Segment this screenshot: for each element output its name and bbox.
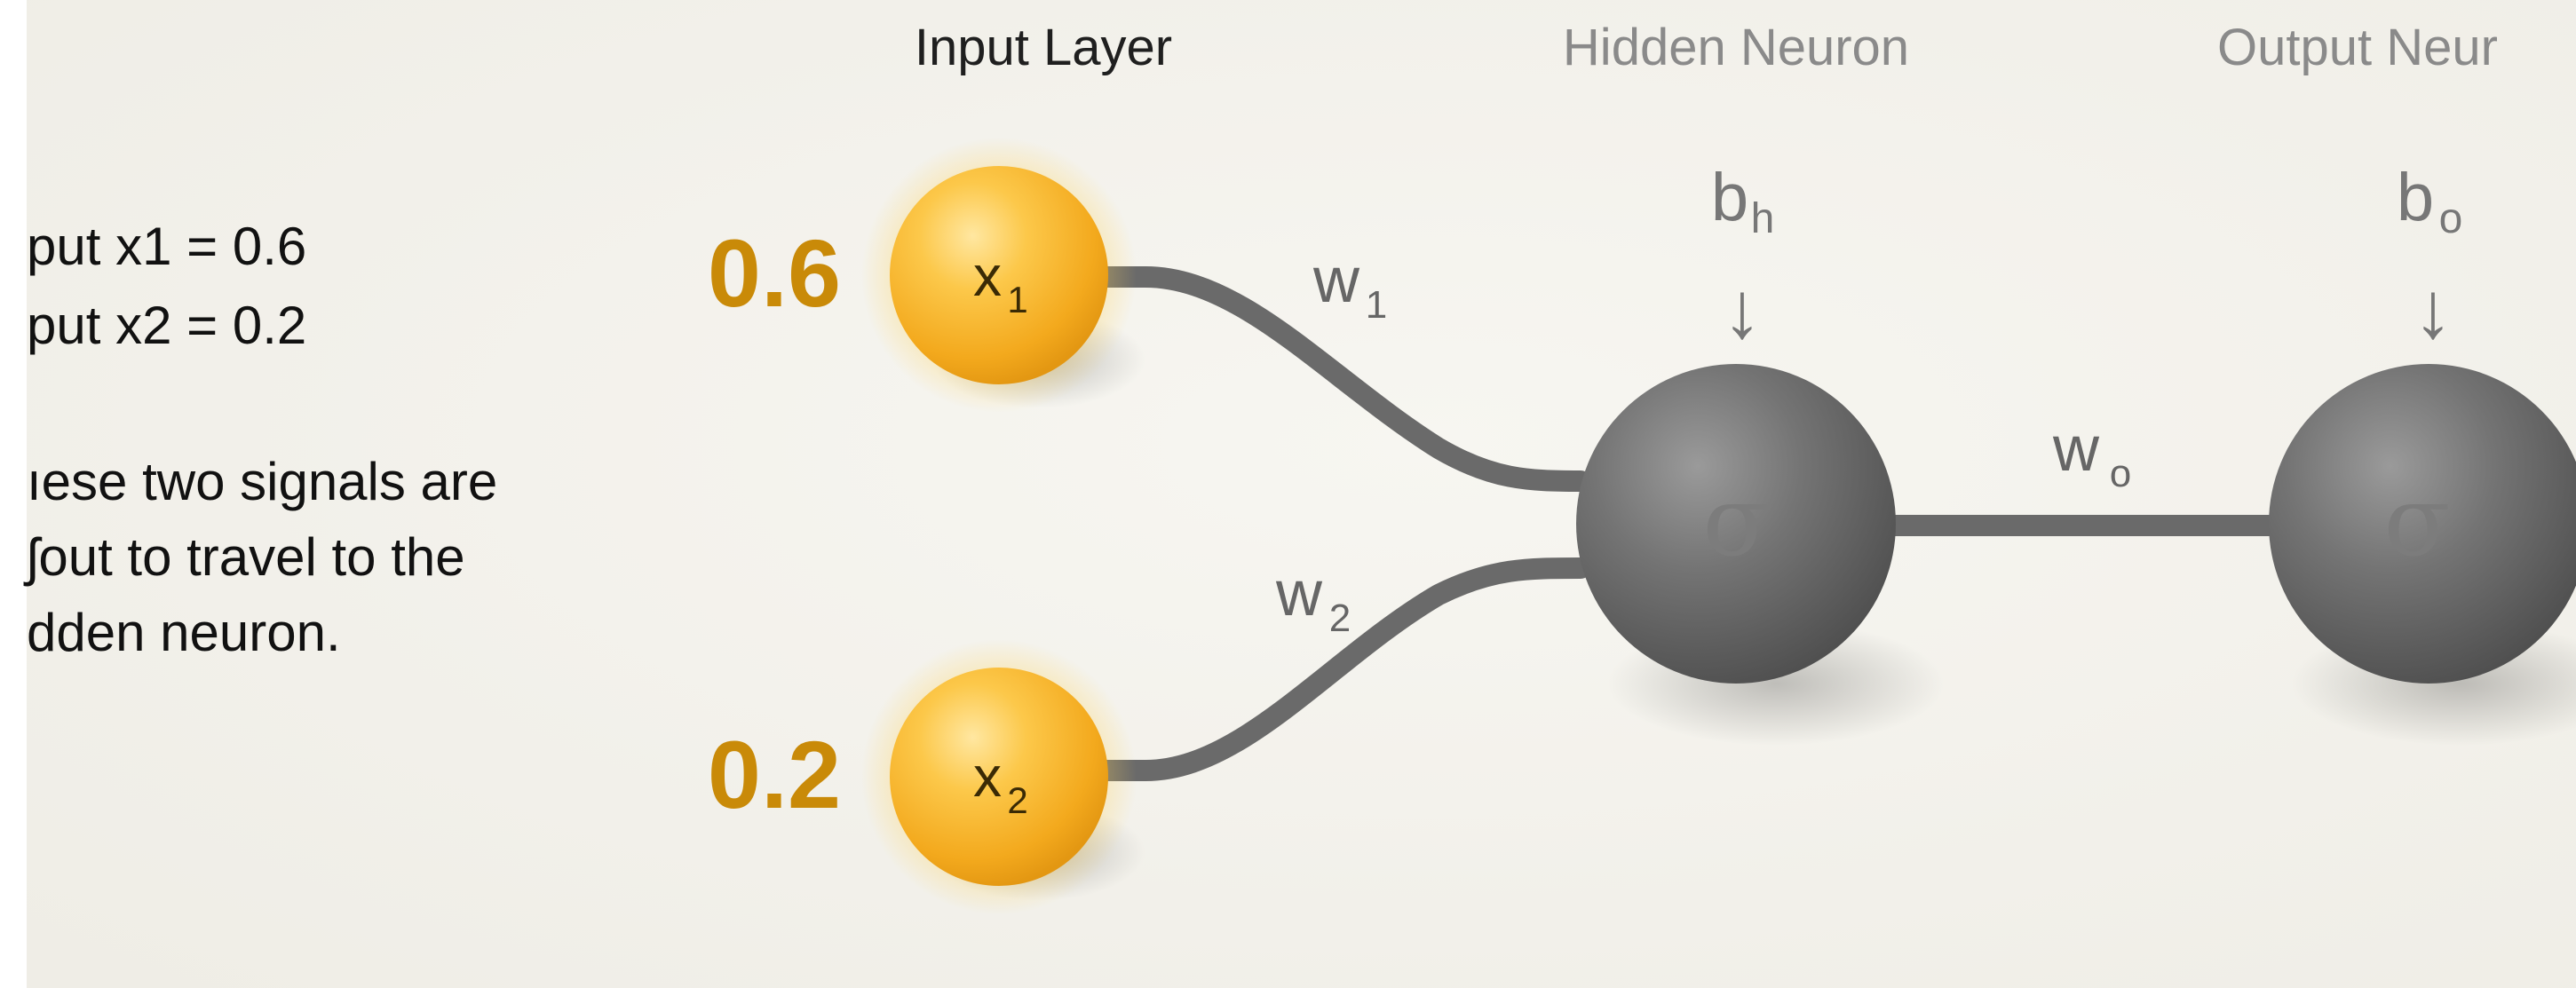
connections <box>1095 266 2284 781</box>
input-node-x1-var: x <box>973 244 1002 308</box>
output-neuron-sigma: σ <box>2383 464 2450 578</box>
weight-w1-sub: 1 <box>1366 283 1387 327</box>
bias-bh-sub: h <box>1751 195 1775 242</box>
explanation-text: put x1 = 0.6 put x2 = 0.2 ıese two signa… <box>23 217 497 662</box>
text-signals-line-1: ıese two signals are <box>27 452 497 511</box>
bias-labels: b h ↓ b o ↓ <box>1711 160 2462 355</box>
input-value-x2: 0.2 <box>708 721 841 828</box>
input-node-x1-sub: 1 <box>1007 279 1027 320</box>
input-value-x1: 0.6 <box>708 219 841 327</box>
weight-w1-base: w <box>1312 245 1360 316</box>
bias-bo-base: b <box>2397 160 2434 235</box>
header-input-layer: Input Layer <box>915 19 1172 76</box>
hidden-neuron: σ <box>1576 364 1896 684</box>
weight-w2-sub: 2 <box>1329 597 1351 640</box>
header-hidden-neuron: Hidden Neuron <box>1563 19 1909 76</box>
bias-bo-arrow: ↓ <box>2414 266 2453 355</box>
header-output-neuron: Output Neur <box>2217 19 2498 76</box>
input-node-x1: x 1 <box>861 138 1137 413</box>
text-signals-line-3: dden neuron. <box>27 603 341 662</box>
diagram-background <box>27 0 2576 988</box>
input-node-x2: x 2 <box>861 639 1137 914</box>
bias-bh-arrow: ↓ <box>1723 266 1763 355</box>
input-node-x2-var: x <box>973 745 1002 809</box>
input-node-x2-sub: 2 <box>1007 779 1027 821</box>
connection-x1-hidden <box>1095 266 1591 492</box>
output-neuron: σ <box>2269 364 2576 684</box>
weight-wo-sub: o <box>2110 452 2131 495</box>
text-input-x1: put x1 = 0.6 <box>27 217 306 276</box>
weight-w2-base: w <box>1275 558 1323 629</box>
hidden-neuron-circle <box>1576 364 1896 684</box>
hidden-neuron-sigma: σ <box>1702 464 1769 578</box>
input-node-x2-circle <box>890 668 1108 886</box>
weight-wo-base: w <box>2052 414 2100 485</box>
connection-x2-hidden <box>1095 557 1591 781</box>
output-neuron-circle <box>2269 364 2576 684</box>
input-node-x1-circle <box>890 166 1108 384</box>
text-signals-line-2: ʃout to travel to the <box>23 527 465 587</box>
text-input-x2: put x2 = 0.2 <box>27 296 306 355</box>
bias-bh-base: b <box>1711 160 1748 235</box>
bias-bo-sub: o <box>2439 195 2463 242</box>
weight-labels: w 1 w 2 w o <box>1275 245 2131 640</box>
